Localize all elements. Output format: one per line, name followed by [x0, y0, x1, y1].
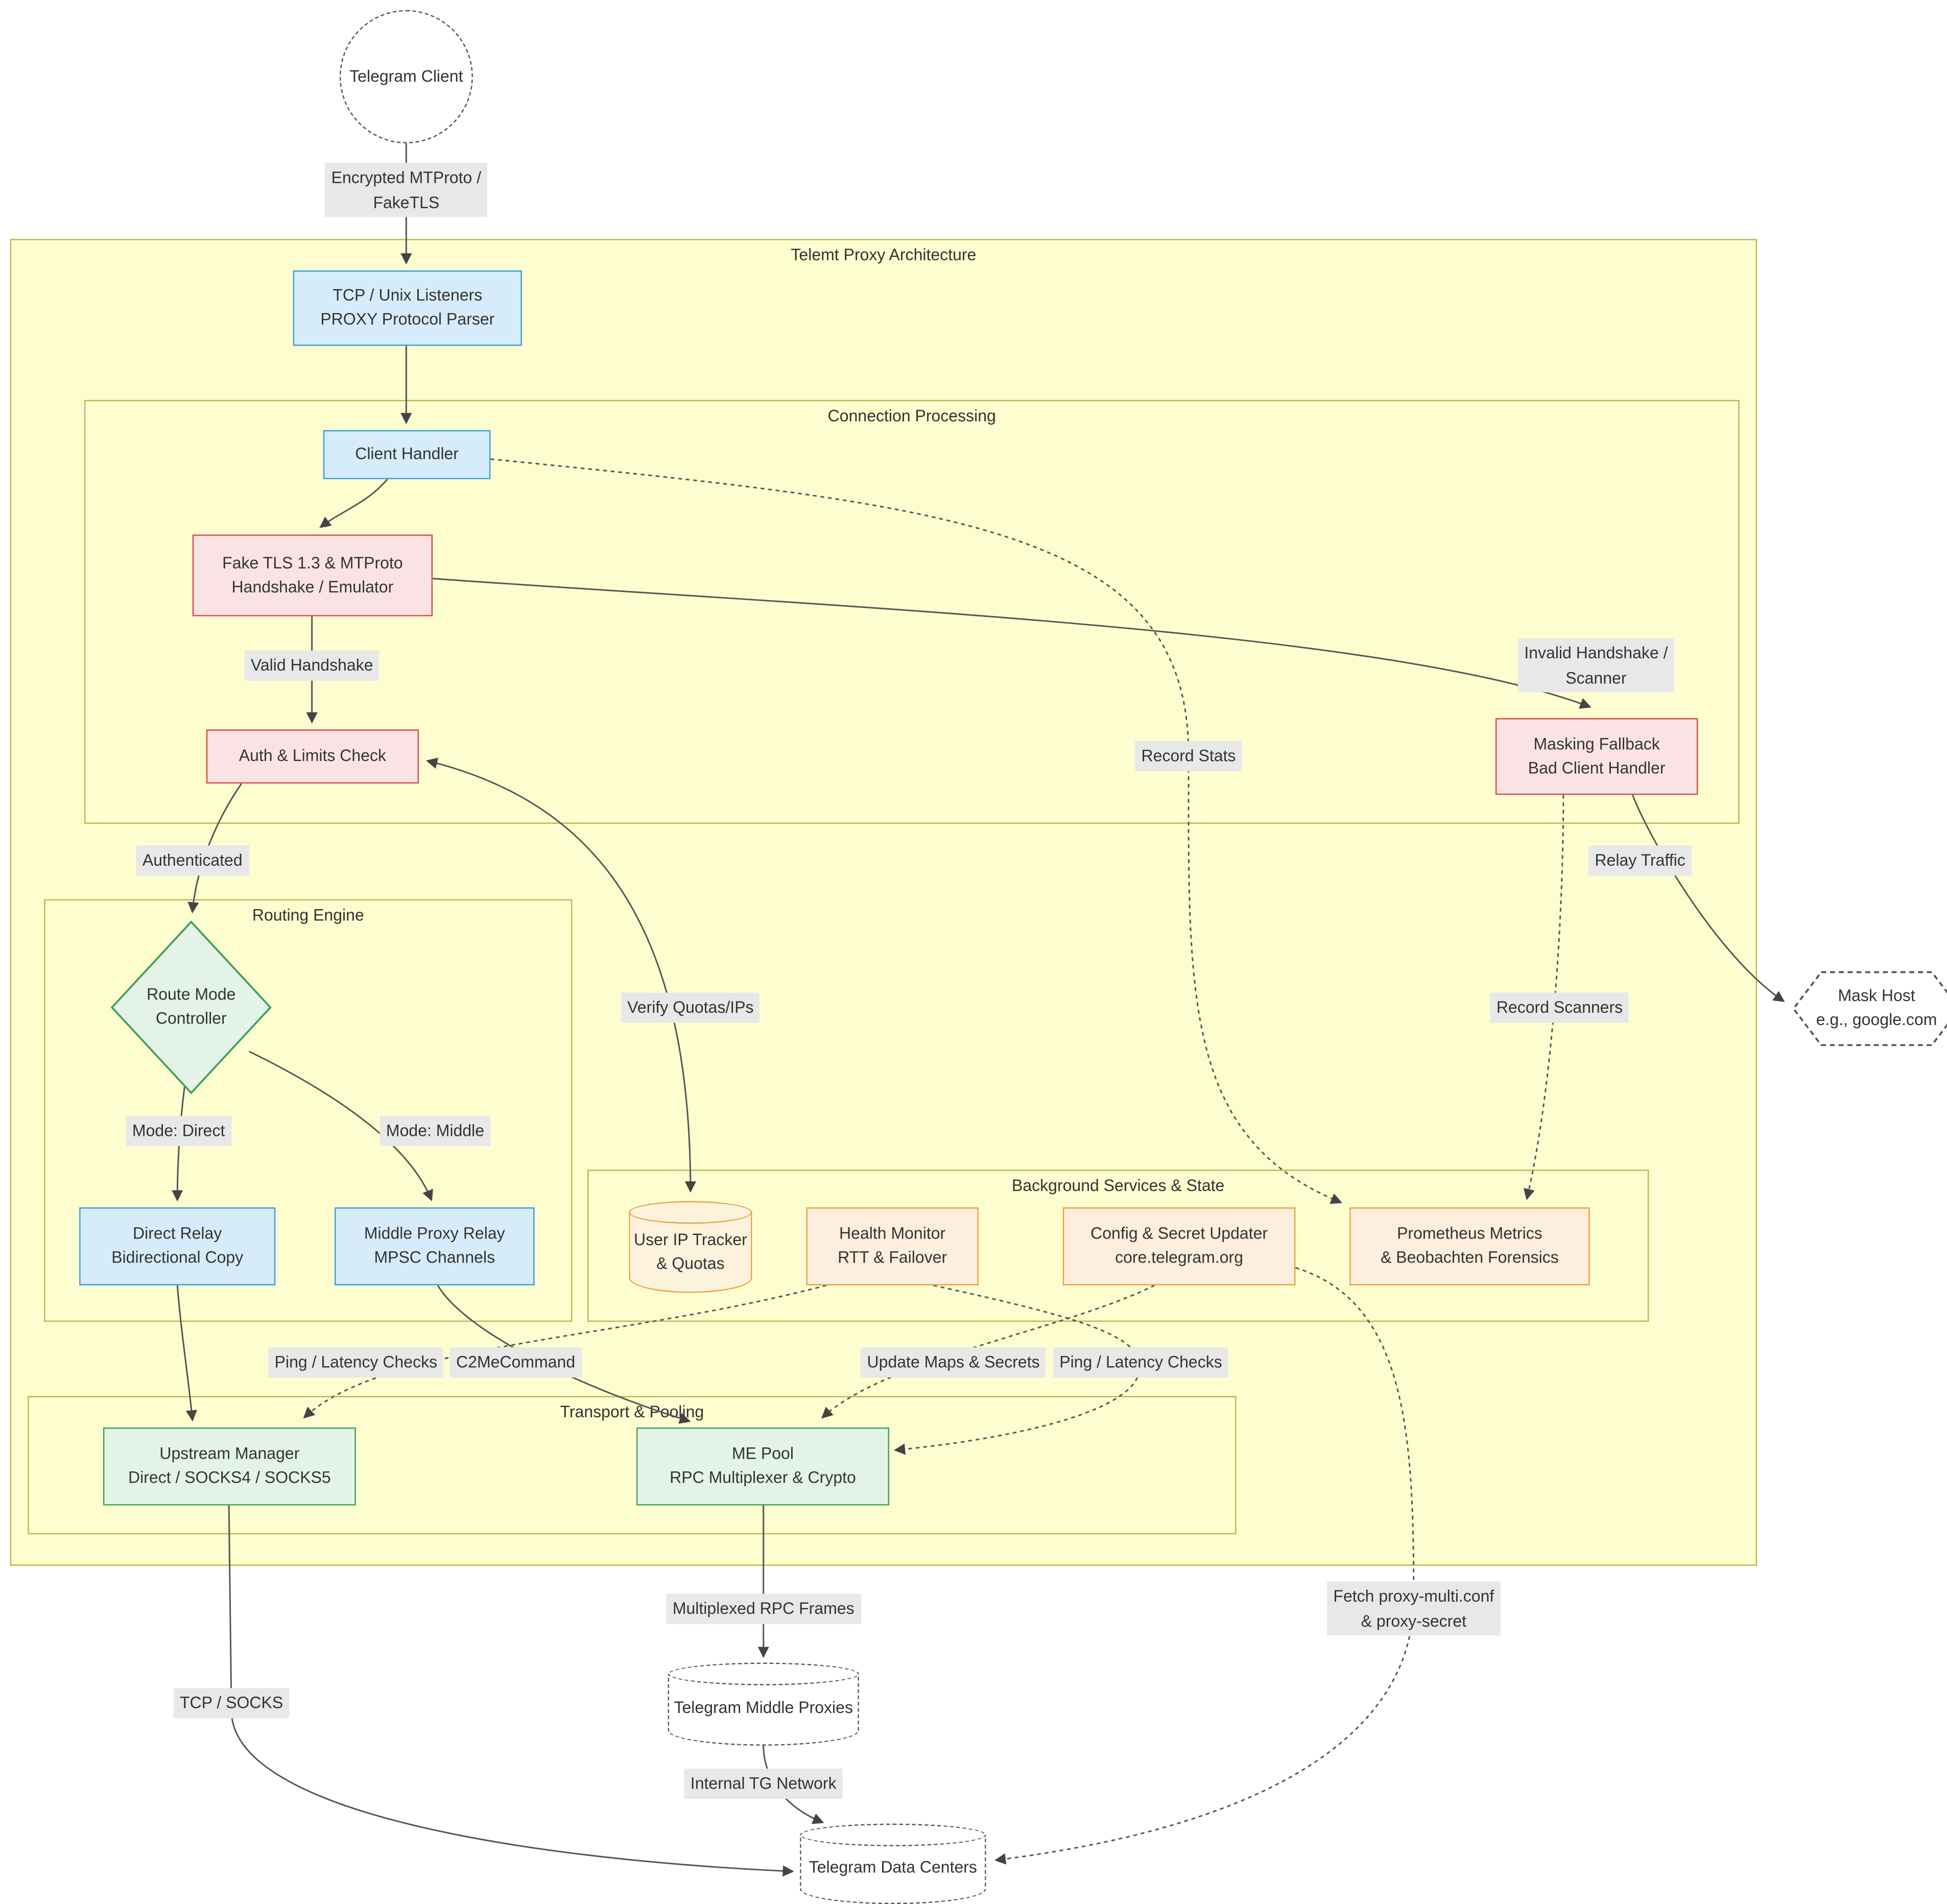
node-prometheus-metrics: Prometheus Metrics & Beobachten Forensic… — [1349, 1207, 1590, 1286]
edge-label-multiplexed-rpc: Multiplexed RPC Frames — [666, 1593, 861, 1624]
subgraph-background-title: Background Services & State — [1011, 1176, 1225, 1195]
edge-label-relay-traffic: Relay Traffic — [1588, 845, 1692, 875]
node-auth-limits-check: Auth & Limits Check — [206, 729, 419, 784]
diagram-title: Telemt Proxy Architecture — [791, 245, 977, 265]
edge-label-encrypted-mtproto: Encrypted MTProto / FakeTLS — [325, 162, 488, 217]
user-ip-tracker-label: User IP Tracker & Quotas — [634, 1230, 747, 1273]
node-telegram-middle-proxies: Telegram Middle Proxies — [668, 1662, 859, 1746]
edge-label-ping-latency-left: Ping / Latency Checks — [268, 1347, 444, 1377]
edge-label-ping-latency-right: Ping / Latency Checks — [1053, 1347, 1229, 1377]
subgraph-routing-title: Routing Engine — [252, 906, 364, 924]
edge-label-authenticated: Authenticated — [136, 845, 249, 875]
edge-label-mode-direct: Mode: Direct — [126, 1115, 231, 1146]
edge-label-valid-handshake: Valid Handshake — [244, 650, 379, 680]
node-client-handler: Client Handler — [323, 430, 491, 480]
edge-label-internal-tg: Internal TG Network — [684, 1768, 843, 1798]
node-direct-relay: Direct Relay Bidirectional Copy — [79, 1207, 276, 1286]
mask-host-label: Mask Host e.g., google.com — [1816, 986, 1937, 1029]
edge-label-fetch-conf: Fetch proxy-multi.conf & proxy-secret — [1327, 1581, 1501, 1636]
node-upstream-manager: Upstream Manager Direct / SOCKS4 / SOCKS… — [103, 1427, 356, 1506]
node-route-mode-controller: Route Mode Controller — [109, 919, 273, 1096]
telegram-data-centers-label: Telegram Data Centers — [809, 1858, 977, 1877]
node-telegram-data-centers: Telegram Data Centers — [800, 1823, 986, 1904]
telegram-middle-proxies-label: Telegram Middle Proxies — [674, 1698, 853, 1717]
node-fake-tls-handshake: Fake TLS 1.3 & MTProto Handshake / Emula… — [192, 534, 433, 616]
node-middle-proxy-relay: Middle Proxy Relay MPSC Channels — [335, 1207, 535, 1286]
node-user-ip-tracker: User IP Tracker & Quotas — [629, 1201, 752, 1293]
edge-label-mode-middle: Mode: Middle — [379, 1115, 491, 1146]
edge-label-verify-quotas: Verify Quotas/IPs — [621, 992, 760, 1022]
edge-label-invalid-handshake: Invalid Handshake / Scanner — [1518, 638, 1674, 693]
hexagon-shape — [1792, 971, 1947, 1046]
node-tcp-unix-listeners: TCP / Unix Listeners PROXY Protocol Pars… — [293, 270, 522, 346]
diamond-shape — [110, 920, 272, 1094]
node-masking-fallback: Masking Fallback Bad Client Handler — [1495, 718, 1698, 795]
cylinder-top — [668, 1662, 859, 1685]
node-health-monitor: Health Monitor RTT & Failover — [806, 1207, 979, 1286]
edge-label-tcp-socks: TCP / SOCKS — [173, 1688, 290, 1718]
cylinder-body — [629, 1212, 752, 1293]
node-config-secret-updater: Config & Secret Updater core.telegram.or… — [1062, 1207, 1296, 1286]
subgraph-transport-title: Transport & Pooling — [560, 1402, 704, 1421]
node-me-pool: ME Pool RPC Multiplexer & Crypto — [636, 1427, 889, 1506]
cylinder-top — [800, 1823, 986, 1846]
edge-label-record-scanners: Record Scanners — [1490, 992, 1629, 1022]
node-telegram-client: Telegram Client — [339, 10, 473, 144]
edge-label-record-stats: Record Stats — [1135, 741, 1242, 771]
cylinder-body — [800, 1835, 986, 1904]
node-mask-host: Mask Host e.g., google.com — [1791, 970, 1947, 1048]
edge-label-c2mecommand: C2MeCommand — [449, 1347, 582, 1377]
subgraph-connection-title: Connection Processing — [827, 406, 996, 425]
edge-label-update-maps: Update Maps & Secrets — [861, 1347, 1046, 1377]
cylinder-top — [629, 1201, 752, 1224]
route-mode-label: Route Mode Controller — [147, 985, 236, 1028]
